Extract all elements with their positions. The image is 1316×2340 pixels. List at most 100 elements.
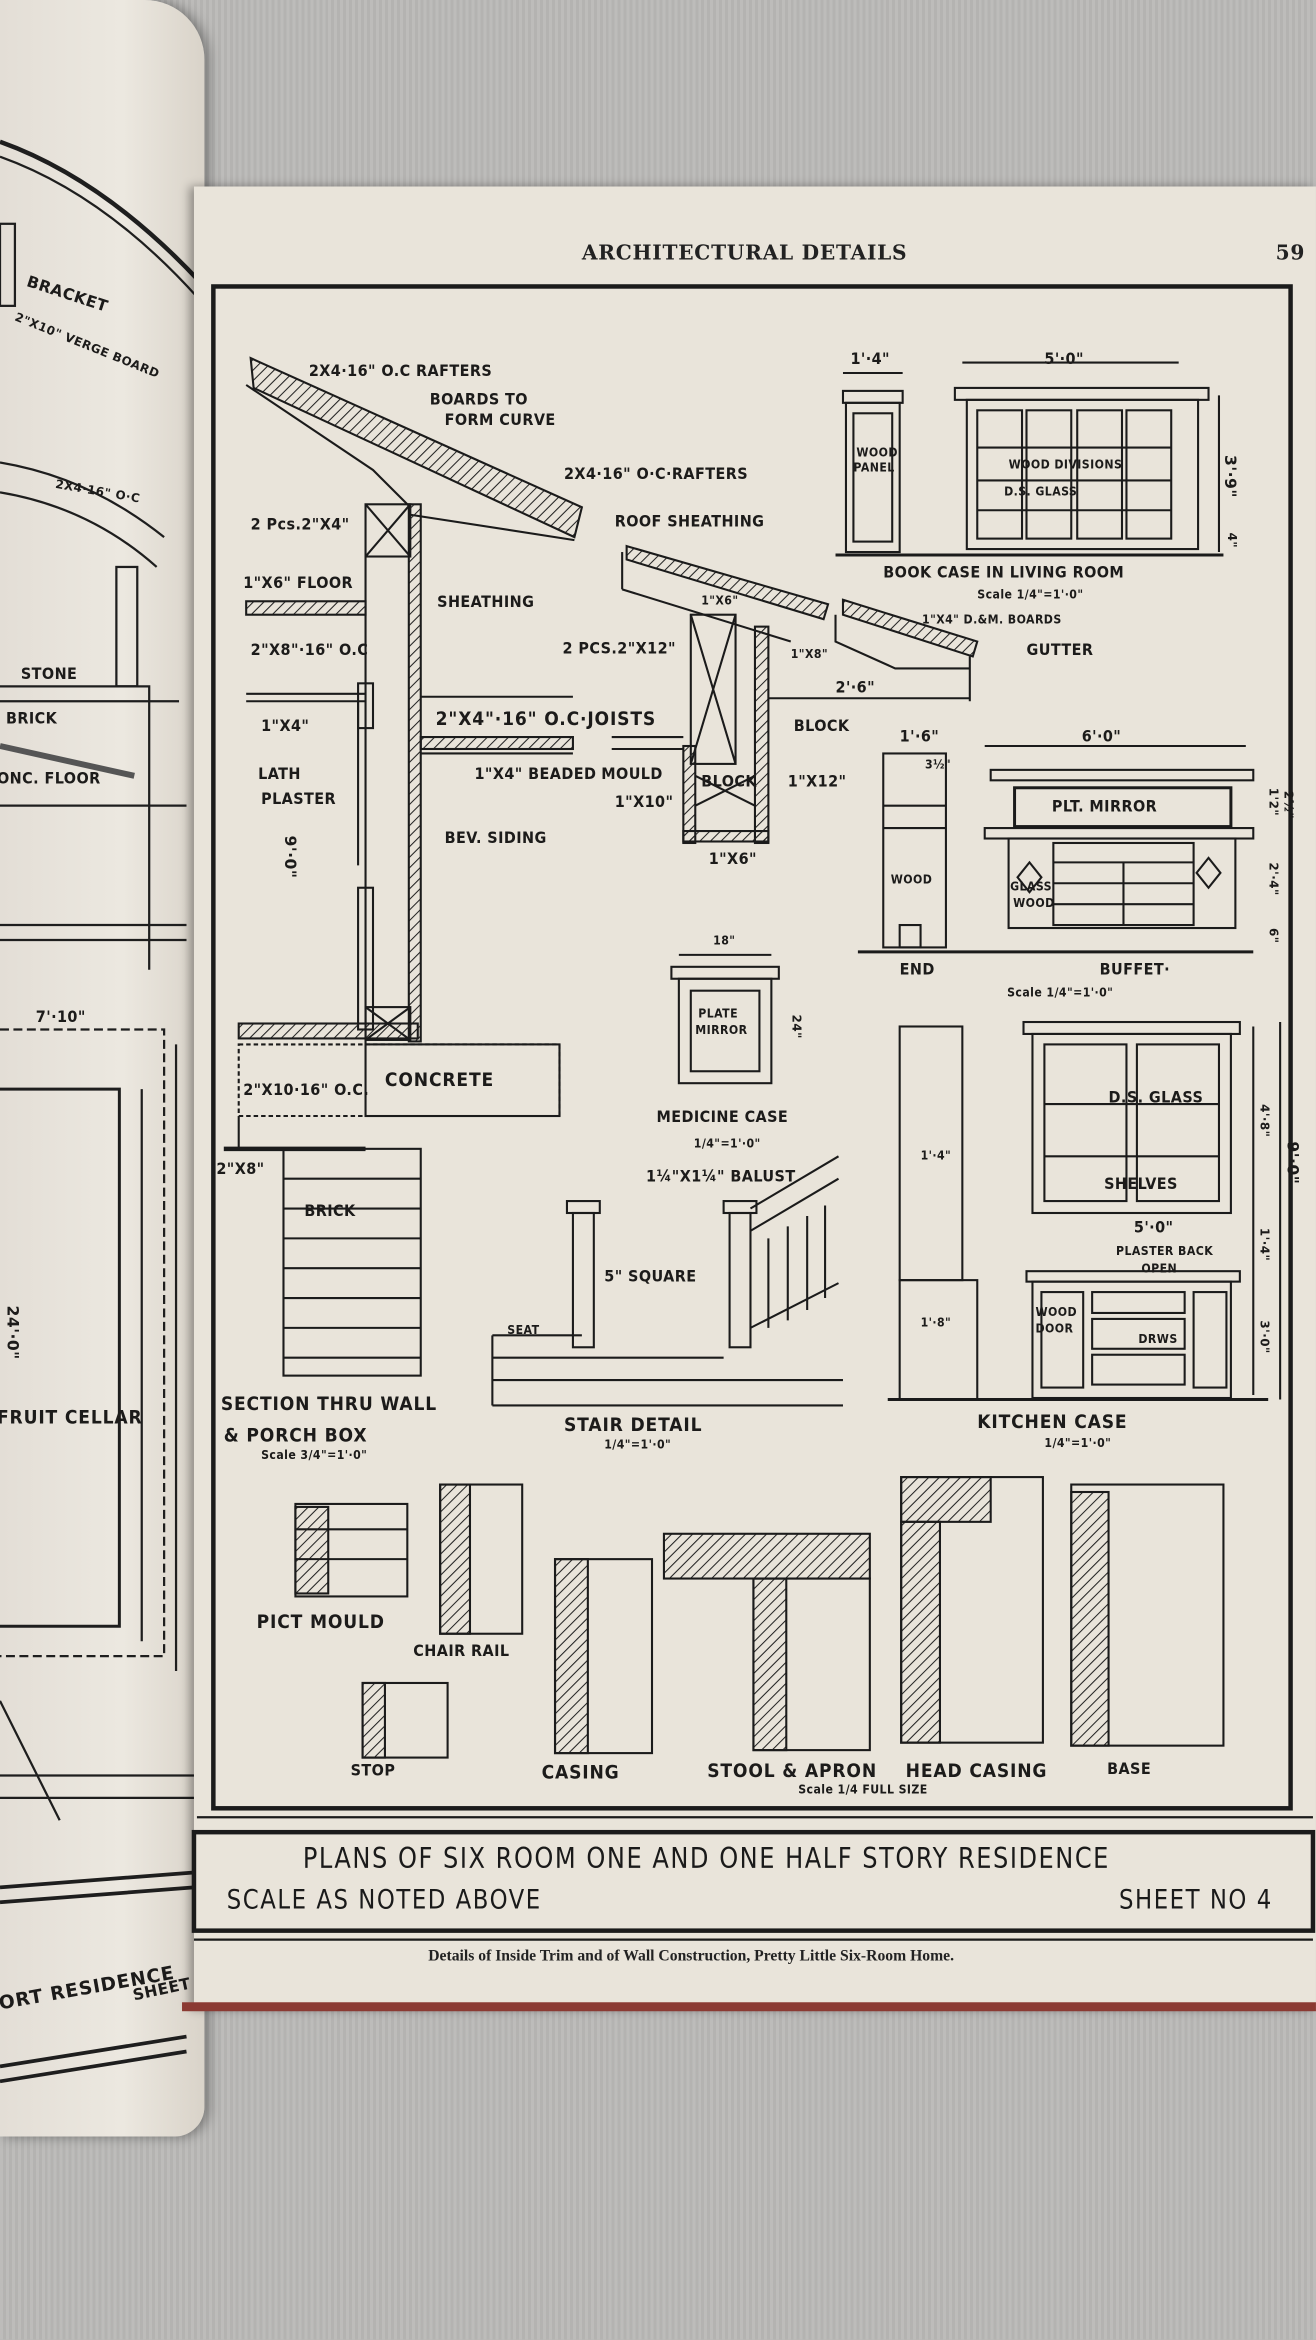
medicine-scale: 1/4"=1'·0" [693,1136,761,1151]
bookcase-label: WOOD [856,446,898,460]
section-label: 2 Pcs.2"X4" [250,516,350,535]
end-title: END [899,960,935,979]
buffet-label: 6" [1266,928,1281,944]
section-label: 1"X6" FLOOR [243,574,354,593]
buffet-label: GLASS [1010,880,1052,894]
cornice-label: GUTTER [1026,641,1094,660]
stair-scale: 1/4"=1'·0" [604,1438,672,1452]
cornice-label: 1"X6" [701,593,739,608]
section-title: & PORCH BOX [223,1423,368,1446]
kitchen-label: 1'·4" [1257,1227,1272,1262]
section-label: 1"X4" BEADED [474,765,597,784]
medicine-label: 24" [789,1014,803,1039]
buffet-title: BUFFET· [1099,960,1171,979]
figure-caption: Details of Inside Trim and of Wall Const… [428,1948,955,1965]
cornice-label: 1"X12" [787,772,847,791]
cornice-label: MOULD [601,765,663,784]
kitchen-label: 4'·8" [1257,1104,1272,1138]
sheet-scale: SCALE AS NOTED ABOVE [226,1884,542,1916]
buffet-label: 3½" [925,757,952,772]
trim-label: STOP [350,1762,396,1780]
kitchen-label: PLASTER BACK [1116,1244,1214,1258]
buffet-label: 1'·6" [899,728,940,746]
kitchen-label: DOOR [1035,1321,1074,1336]
section-label: CONCRETE [384,1068,495,1091]
stair-label: 1¼"X1¼" BALUST [646,1168,796,1187]
section-title: SECTION THRU WALL [220,1392,437,1415]
medicine-label: 18" [713,933,736,948]
left-label: 7'·10" [35,1008,86,1027]
kitchen-label: WOOD [1035,1305,1078,1319]
book-cover-edge [182,2002,1316,2012]
stair-label: 5" SQUARE [604,1268,697,1287]
cornice-label: BLOCK [701,772,757,791]
cornice-label: 1"X10" [614,793,674,812]
trim-label: CHAIR RAIL [413,1642,510,1661]
medicine-label: PLATE [698,1007,738,1021]
section-label: BRICK [304,1202,356,1221]
section-label: 2"X8"·16" O.C [250,641,369,660]
kitchen-label: 5'·0" [1133,1218,1174,1237]
section-label: 1"X4" [261,717,310,736]
section-label: 2"X8" [216,1160,265,1179]
cornice-label: BLOCK [793,717,850,736]
sheet-number: SHEET NO 4 [1119,1884,1273,1916]
section-label: PLASTER [261,790,337,809]
left-label: FRUIT CELLAR [0,1405,143,1428]
bookcase-label: 4" [1224,532,1239,549]
cornice-label: 2'·6" [835,678,876,697]
buffet-label: PLT. MIRROR [1051,798,1158,817]
buffet-label: 6'·0" [1081,728,1122,746]
section-label: LATH [258,765,301,784]
page-number: 59 [1275,241,1306,266]
cornice-label: 1"X6" [708,850,757,869]
bookcase-label: WOOD DIVISIONS [1008,458,1123,472]
section-label: 9'·0" [280,835,299,879]
section-label: FORM CURVE [444,411,556,430]
section-label: 2"X4"·16" O.C·JOISTS [435,707,657,730]
cornice-label: 1"X4" D.&M. BOARDS [922,613,1062,627]
kitchen-label: D.S. GLASS [1108,1089,1204,1108]
trim-label: STOOL & APRON [707,1759,878,1782]
section-label: 2X4·16" O·C·RAFTERS [563,465,749,484]
buffet-label: 2'·4" [1266,862,1281,896]
cornice-label: 2 PCS.2"X12" [562,640,676,658]
kitchen-label: 9'·0" [1283,1141,1302,1185]
sheet-title: PLANS OF SIX ROOM ONE AND ONE HALF STORY… [302,1842,1110,1876]
section-scale: Scale 3/4"=1'·0" [261,1448,368,1463]
trim-label: PICT MOULD [256,1609,385,1633]
section-label: 2X4·16" O.C RAFTERS [308,362,493,381]
medicine-label: MIRROR [695,1023,748,1037]
bookcase-label: 5'·0" [1044,350,1084,369]
kitchen-label: 3'·0" [1257,1320,1272,1354]
section-label: SHEATHING [437,593,535,612]
left-page-drawing [0,139,205,2084]
kitchen-label: OPEN [1141,1262,1178,1276]
medicine-title: MEDICINE CASE [656,1108,789,1127]
bookcase-label: 3'·9" [1220,455,1239,499]
bookcase-label: D.S. GLASS [1004,484,1078,499]
buffet-label: 1'2" [1266,787,1281,817]
buffet-label: WOOD [890,872,933,887]
bookcase-scale: Scale 1/4"=1'·0" [977,587,1084,602]
bookcase-title: BOOK CASE IN LIVING ROOM [883,563,1125,582]
left-page: BRACKET 2"X10" VERGE BOARD 2X4·16" O·C S… [0,0,205,2137]
kitchen-label: 1'·4" [920,1148,952,1163]
kitchen-label: 1'·8" [920,1315,952,1330]
section-label: 2"X10·16" O.C. [243,1081,370,1100]
kitchen-scale: 1/4"=1'·0" [1044,1436,1112,1451]
section-label: ROOF SHEATHING [614,513,765,532]
bookcase-label: 1'·4" [850,350,890,369]
trim-scale: Scale 1/4 FULL SIZE [798,1782,928,1797]
trim-label: BASE [1107,1760,1152,1779]
stair-title: STAIR DETAIL [563,1412,703,1436]
trim-label: HEAD CASING [905,1759,1048,1782]
left-label: ONC. FLOOR [0,769,101,788]
kitchen-label: SHELVES [1104,1175,1178,1194]
left-label: BRICK [5,710,58,729]
stair-label: SEAT [507,1323,540,1337]
kitchen-label: DRWS [1138,1332,1178,1346]
section-label: BOARDS TO [429,390,528,409]
cornice-label: 1"X8" [790,647,829,661]
